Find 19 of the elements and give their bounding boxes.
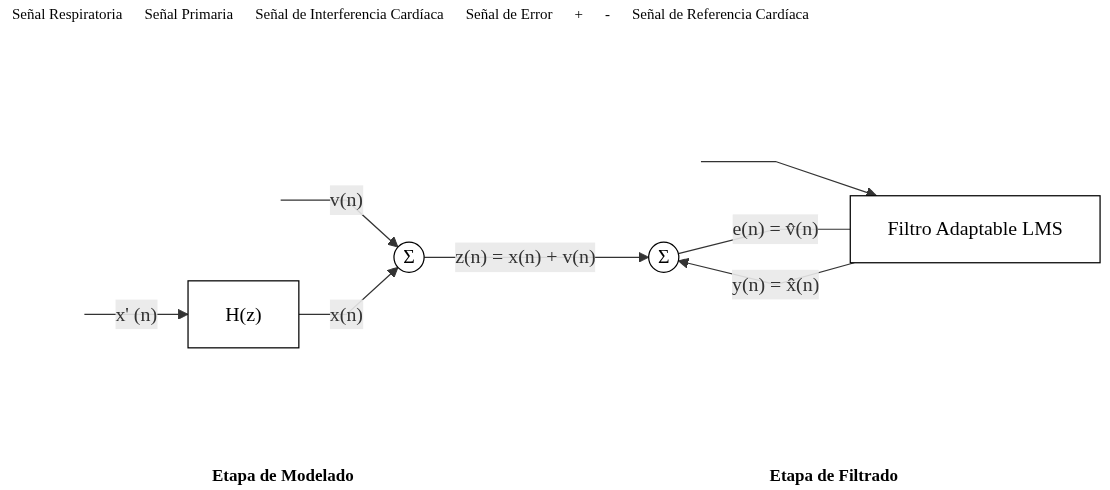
node-circle: Σ [648,241,680,274]
signal-label: Señal Respiratoria [12,6,123,23]
signal-label: Señal de Referencia Cardíaca [631,6,809,23]
signal-label: + [574,6,583,23]
signal-label: Señal de Interferencia Cardíaca [255,6,444,23]
stage-label: Etapa de Filtrado [769,466,898,486]
stage-label: Etapa de Modelado [211,466,354,486]
node-circle: Σ [393,241,425,274]
node-box: H(z) [187,280,300,349]
signal-label: Señal de Error [465,6,553,23]
edge-label: z(n) = x(n) + v(n) [455,246,596,268]
edge-label: x(n) [329,303,363,325]
edge-label: y(n) = x̂(n) [731,273,820,295]
node-box: Filtro Adaptable LMS [849,195,1101,264]
edge-label: v(n) [329,189,363,211]
signal-label: Señal Primaria [144,6,234,23]
edge-label: e(n) = v̂(n) [732,218,819,240]
edge-label: x' (n) [115,303,158,325]
signal-label: - [604,6,610,23]
